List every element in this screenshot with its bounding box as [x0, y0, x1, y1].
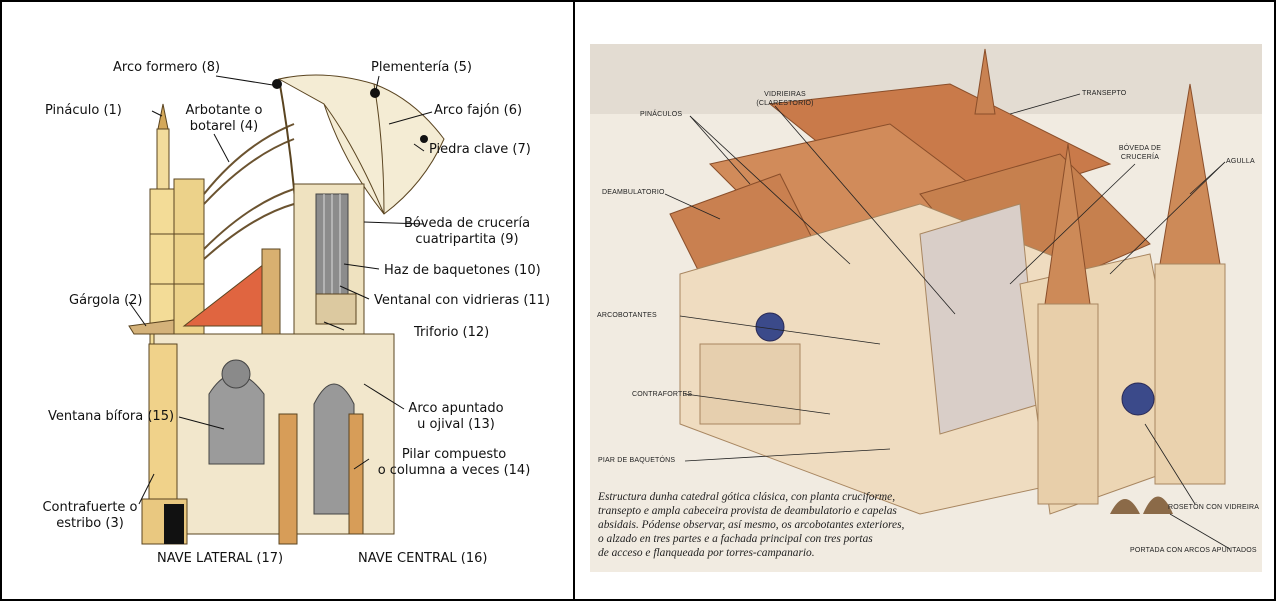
flying-buttress — [204, 124, 294, 259]
panel-divider — [573, 0, 575, 601]
label-portada: PORTADA CON ARCOS APUNTADOS — [1130, 547, 1257, 555]
label-ventana-bifora: Ventana bífora (15) — [48, 409, 174, 425]
label-pinaculos: PINÁCULOS — [640, 111, 682, 119]
label-boveda-1: Bóveda de crucería — [402, 216, 532, 232]
label-nave-lateral: NAVE LATERAL (17) — [157, 551, 283, 567]
label-agulla: AGULLA — [1226, 158, 1255, 166]
label-pilar-1: Pilar compuesto — [364, 447, 544, 463]
label-arco-apuntado-1: Arco apuntado — [396, 401, 516, 417]
label-pinaculo: Pináculo (1) — [45, 103, 122, 119]
label-boveda-1: BÓVEDA DE — [1110, 145, 1170, 153]
label-contrafortes: CONTRAFORTES — [632, 391, 692, 399]
label-arbotante-1: Arbotante o — [179, 103, 269, 119]
label-boveda-2: cuatripartita (9) — [402, 232, 532, 248]
caption-line: Estructura dunha catedral gótica clásica… — [598, 490, 978, 504]
label-contrafuerte-2: estribo (3) — [34, 516, 146, 532]
label-plementeria: Plementería (5) — [371, 60, 472, 76]
caption-line: absidais. Pódense observar, así mesmo, o… — [598, 518, 978, 532]
label-arco-fajon: Arco fajón (6) — [434, 103, 522, 119]
label-gargola: Gárgola (2) — [69, 293, 143, 309]
label-haz-baquetones: Haz de baquetones (10) — [384, 263, 541, 279]
label-arco-formero: Arco formero (8) — [113, 60, 220, 76]
label-contrafuerte-1: Contrafuerte o — [34, 500, 146, 516]
label-vidreiras-2: (CLARESTORIO) — [745, 100, 825, 108]
label-ventanal: Ventanal con vidrieras (11) — [374, 293, 550, 309]
label-boveda-2: CRUCERÍA — [1110, 154, 1170, 162]
label-arco-apuntado-2: u ojival (13) — [396, 417, 516, 433]
label-nave-central: NAVE CENTRAL (16) — [358, 551, 487, 567]
label-roseton: ROSETÓN CON VIDREIRA — [1168, 504, 1259, 512]
label-vidreiras-1: VIDRIEIRAS — [745, 91, 825, 99]
lower-arcade — [142, 334, 394, 544]
gothic-section-diagram: Arco formero (8) Plementería (5) Pinácul… — [24, 44, 560, 584]
label-triforio: Triforio (12) — [414, 325, 489, 341]
caption-line: transepto e ampla cabeceira provista de … — [598, 504, 978, 518]
portal — [1110, 497, 1173, 515]
label-transepto: TRANSEPTO — [1082, 90, 1126, 98]
label-arcobotantes: ARCOBOTANTES — [597, 312, 657, 320]
rose-window-front — [1122, 383, 1154, 415]
label-deambulatorio: DEAMBULATORIO — [602, 189, 665, 197]
illustration-caption: Estructura dunha catedral gótica clásica… — [598, 490, 978, 560]
caption-line: o alzado en tres partes e a fachada prin… — [598, 532, 978, 546]
caption-line: de acceso e flanqueada por torres-campan… — [598, 546, 978, 560]
label-pilar-2: o columna a veces (14) — [364, 463, 544, 479]
label-piedra-clave: Piedra clave (7) — [429, 142, 531, 158]
label-arbotante-2: botarel (4) — [179, 119, 269, 135]
cathedral-illustration: VIDRIEIRAS (CLARESTORIO) PINÁCULOS TRANS… — [590, 44, 1262, 572]
label-piar-baquetons: PIAR DE BAQUETÓNS — [598, 457, 675, 465]
